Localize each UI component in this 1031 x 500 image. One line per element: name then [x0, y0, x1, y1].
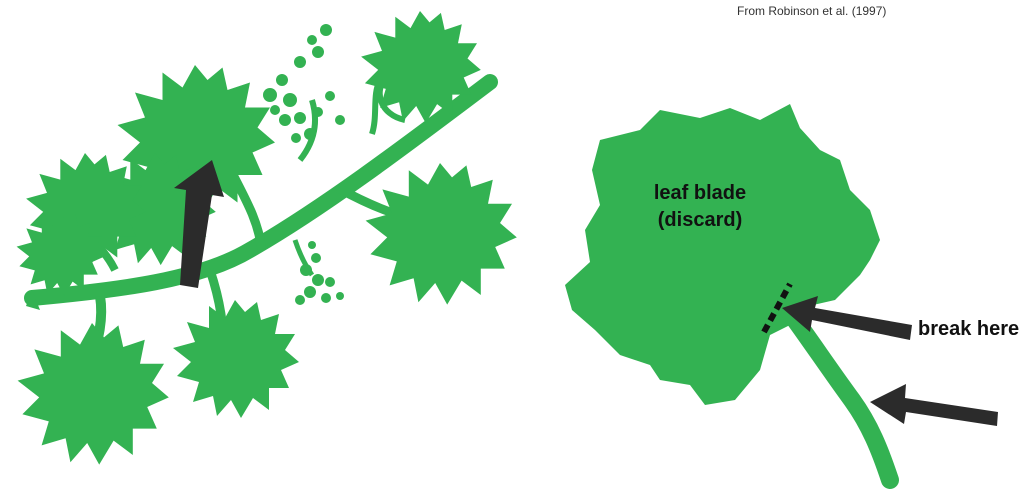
break-here-label: break here — [918, 318, 1019, 341]
leaf-blade-label-line2: (discard) — [600, 207, 800, 234]
grapevine-shoot-illustration — [17, 11, 517, 465]
arrow-icon — [870, 384, 998, 426]
credit-text: From Robinson et al. (1997) — [737, 4, 886, 18]
leaf-blade-label-line1: leaf blade — [600, 180, 800, 207]
leaf-blade-label: leaf blade (discard) — [600, 180, 800, 234]
single-leaf-with-petiole-illustration — [565, 104, 890, 480]
